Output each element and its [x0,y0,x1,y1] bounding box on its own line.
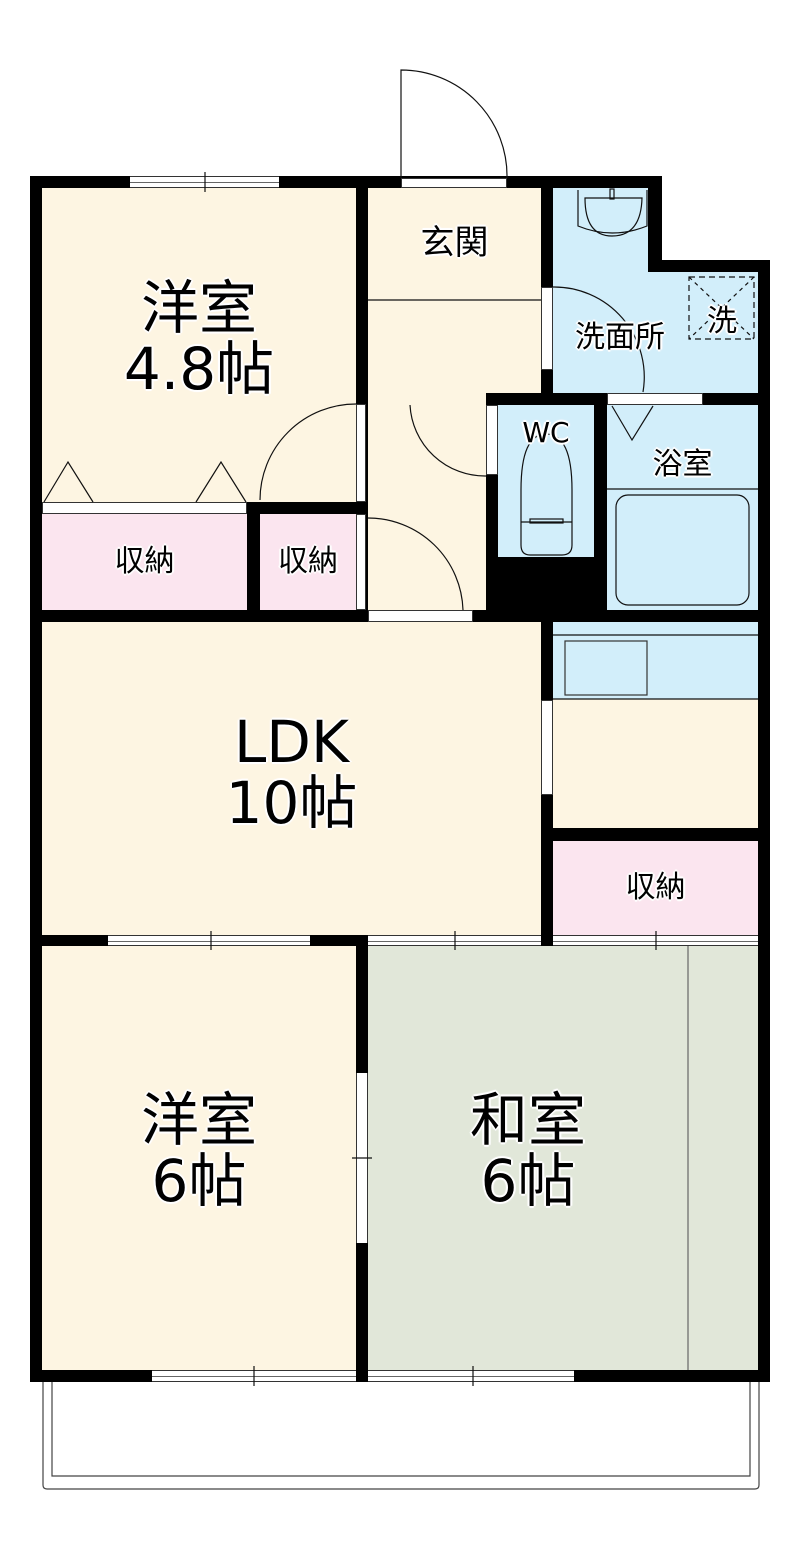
room-label-entrance: 玄関 [368,223,541,263]
storage-3-floor [553,841,758,936]
room-size: 10帖 [225,768,358,837]
ldk-door-swing-icon [367,517,464,611]
room-name: 収納 [625,870,686,905]
front-door-opening [401,178,507,188]
room-size: 6帖 [151,1146,247,1215]
room-label-wc: WC [498,416,594,449]
outer-wall-left [30,176,42,1382]
window-ldk-bottom-left [108,935,310,946]
room-name: 収納 [114,544,175,579]
room-name: WC [522,416,570,449]
room-label-storage-2: 収納 [260,546,356,578]
closet-fold-icon-1 [43,460,94,503]
room-size: 6帖 [480,1146,576,1215]
room-label-storage-3: 収納 [553,872,758,904]
kitchen-sink-icon [564,640,648,696]
door-opening-room1 [356,404,366,502]
sink-icon [577,190,648,234]
door-opening-wc [486,405,498,475]
balcony-outline [42,1382,760,1490]
room-name: 洗 [707,304,737,339]
kitchen-floor [553,699,758,828]
washing-machine-icon [688,276,755,340]
toilet-icon [520,433,573,556]
front-door-swing-icon [400,69,508,179]
room-label-western-4-8: 洋室 4.8帖 [42,278,356,400]
room-label-washroom: 洗面所 [553,322,687,354]
closet-fold-icon-2 [195,460,247,503]
japanese-room-floor [368,946,758,1370]
door-opening-bath [607,393,703,405]
outer-wall-top-right [648,260,770,272]
room-name: LDK [233,708,349,776]
washroom-door-swing-icon [552,286,645,393]
room-label-western-6: 洋室 6帖 [42,1090,356,1212]
western-room-4-8-floor [42,188,356,504]
room-name: 和室 [469,1086,586,1154]
room-label-ldk: LDK 10帖 [42,712,541,834]
wall-storage-divider [247,502,260,622]
room-name: 収納 [278,544,338,579]
closet-door-storage1 [42,502,247,514]
storage-2-floor [260,514,356,611]
wall-storage-top [247,502,368,514]
room1-door-swing-icon [259,403,357,501]
room-label-japanese: 和室 6帖 [368,1090,688,1212]
room-name: 洗面所 [575,320,665,355]
room-size: 4.8帖 [123,334,275,403]
outer-wall-notch [648,176,662,272]
outer-wall-right [758,260,770,1382]
washroom-floor-ext [553,272,758,393]
door-opening-storage2 [356,514,366,610]
room-label-bathroom: 浴室 [607,449,758,481]
room-label-storage-1: 収納 [42,546,247,578]
western-room-6-floor [42,946,356,1370]
room-name: 浴室 [652,447,713,482]
bathtub-icon [615,494,750,606]
wc-door-swing-icon [409,404,487,477]
room-name: 洋室 [140,274,257,342]
room-name: 洋室 [140,1086,257,1154]
bath-door-fold-icon [611,405,654,442]
door-opening-washroom [541,287,553,370]
wall-storage3-top [541,828,770,841]
room-name: 玄関 [420,223,489,263]
storage-1-floor [42,514,247,611]
door-opening-ldk [368,610,473,622]
toilet-floor [498,405,594,557]
ldk-floor [42,622,541,935]
door-opening-kitchen [541,700,553,795]
window-washitsu-bottom [368,1370,574,1382]
room-label-washer: 洗 [690,306,754,338]
